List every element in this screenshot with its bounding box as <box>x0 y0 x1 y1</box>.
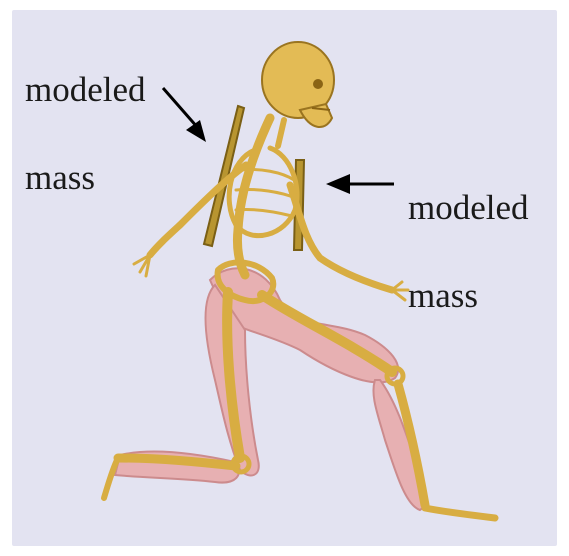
skull <box>262 42 334 127</box>
right-arrow <box>326 174 394 194</box>
left-arrow <box>163 88 206 142</box>
